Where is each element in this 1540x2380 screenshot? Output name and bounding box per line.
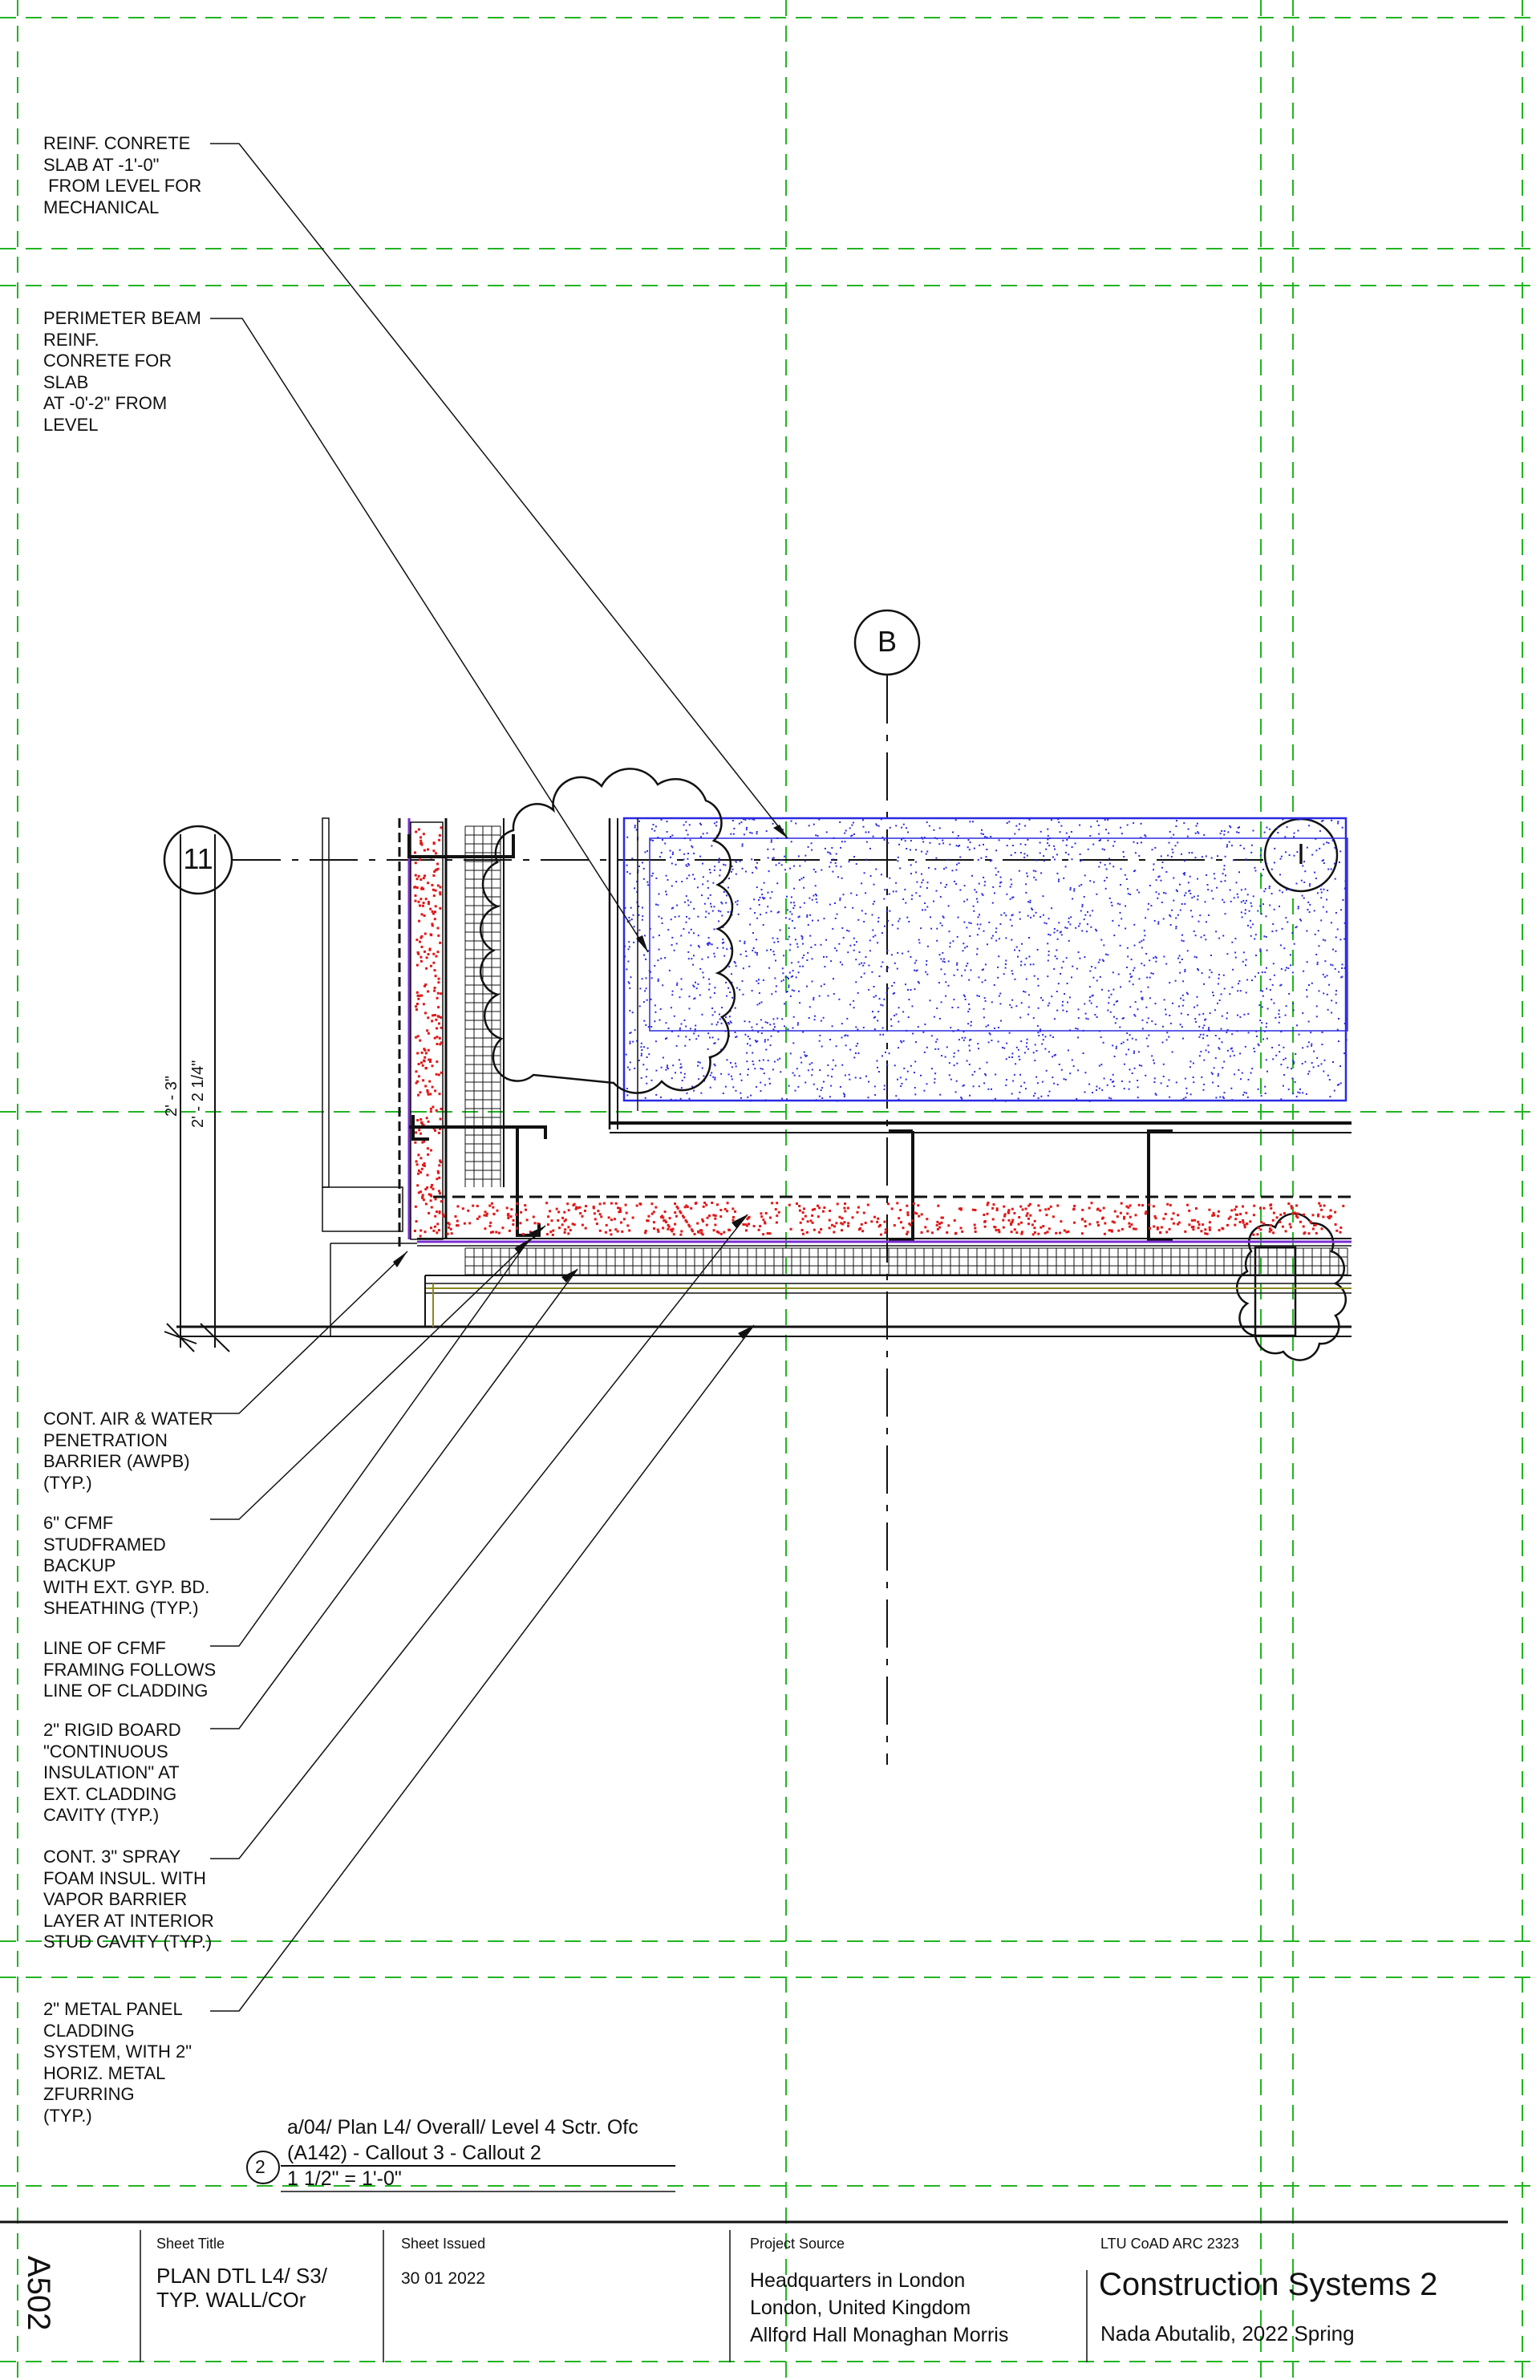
sheet-number: A502: [21, 2256, 56, 2331]
author: Nada Abutalib, 2022 Spring: [1100, 2321, 1355, 2346]
leader-lines: [210, 143, 788, 2012]
sheet-title-label: Sheet Title: [156, 2236, 225, 2252]
project-source-label: Project Source: [750, 2236, 845, 2252]
view-title-line2: (A142) - Callout 3 - Callout 2: [287, 2142, 541, 2164]
note-slab-mechanical: REINF. CONRETE SLAB AT -1'-0" FROM LEVEL…: [43, 133, 202, 217]
grid-bubble-i-label: I: [1296, 837, 1305, 870]
leader-arrowheads: [393, 825, 788, 1339]
note-metal-panel: 2" METAL PANEL CLADDING SYSTEM, WITH 2" …: [43, 1999, 192, 2126]
grid-bubble-b-label: B: [877, 625, 897, 658]
wall-assembly: [176, 817, 1352, 1337]
project-source: Headquarters in London London, United Ki…: [750, 2269, 1009, 2346]
sheet-issued-date: 30 01 2022: [401, 2269, 486, 2288]
course-label: LTU CoAD ARC 2323: [1100, 2236, 1239, 2252]
dimension-inner-label: 2' - 2 1/4": [189, 1060, 207, 1128]
note-cfmf-stud-backup: 6" CFMF STUDFRAMED BACKUP WITH EXT. GYP.…: [43, 1513, 210, 1618]
note-line-of-cfmf: LINE OF CFMF FRAMING FOLLOWS LINE OF CLA…: [43, 1638, 217, 1701]
note-air-water-barrier: CONT. AIR & WATER PENETRATION BARRIER (A…: [43, 1409, 213, 1493]
view-title-number: 2: [255, 2156, 265, 2177]
dimension-outer-label: 2' - 3": [163, 1076, 180, 1117]
view-title-graphic: [246, 2151, 675, 2192]
concrete-slab: [608, 817, 1352, 1133]
grid-line-b: [853, 609, 921, 1765]
view-title-scale: 1 1/2" = 1'-0": [287, 2167, 402, 2190]
note-perimeter-beam: PERIMETER BEAM REINF. CONRETE FOR SLAB A…: [43, 308, 201, 435]
view-title-line1: a/04/ Plan L4/ Overall/ Level 4 Sctr. Of…: [287, 2116, 638, 2139]
course-title: Construction Systems 2: [1099, 2267, 1438, 2302]
note-rigid-board: 2" RIGID BOARD "CONTINUOUS INSULATION" A…: [43, 1720, 181, 1825]
note-spray-foam: CONT. 3" SPRAY FOAM INSUL. WITH VAPOR BA…: [43, 1847, 214, 1952]
revision-cloud-left: [479, 768, 736, 1094]
sheet-issued-label: Sheet Issued: [401, 2236, 486, 2252]
title-block-frame: [0, 2220, 1508, 2362]
sheet-title: PLAN DTL L4/ S3/ TYP. WALL/COr: [156, 2264, 327, 2312]
grid-bubble-11-label: 11: [183, 842, 213, 875]
